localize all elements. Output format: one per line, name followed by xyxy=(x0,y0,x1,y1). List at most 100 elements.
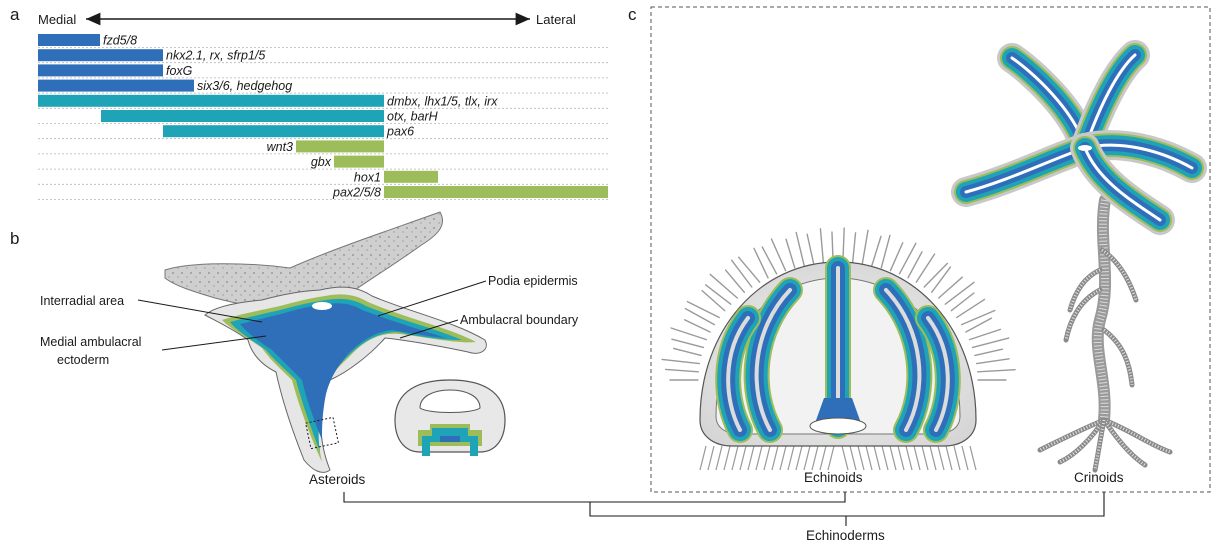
expression-bar xyxy=(384,186,608,198)
spine xyxy=(881,235,890,267)
gene-label: hox1 xyxy=(354,170,381,184)
expression-bar xyxy=(38,34,100,46)
spine xyxy=(930,446,936,470)
spine xyxy=(970,329,1001,339)
spine xyxy=(671,328,706,340)
spine xyxy=(796,446,802,470)
gene-label: pax2/5/8 xyxy=(332,186,381,200)
leader-podia xyxy=(378,281,486,316)
axis-label-medial: Medial xyxy=(38,12,76,27)
spine xyxy=(872,236,881,265)
spine xyxy=(732,446,738,470)
label-interradial-area: Interradial area xyxy=(40,294,124,308)
gene-label: gbx xyxy=(311,155,332,169)
spine xyxy=(922,446,928,470)
gene-label: six3/6, hedgehog xyxy=(197,79,292,93)
panel-label-a: a xyxy=(10,5,20,24)
label-medial-ambulacral-2: ectoderm xyxy=(57,353,109,367)
spine xyxy=(898,446,904,470)
spine xyxy=(973,338,1009,347)
spine xyxy=(804,446,810,470)
spine xyxy=(748,446,754,470)
crinoid-illustration xyxy=(966,55,1192,470)
spine xyxy=(957,299,985,317)
spine xyxy=(946,446,952,470)
spine xyxy=(662,359,699,363)
spine xyxy=(882,446,888,470)
spine xyxy=(666,369,699,371)
spine xyxy=(890,243,902,271)
taxon-echinoids: Echinoids xyxy=(804,470,863,485)
spine xyxy=(977,359,1009,364)
spine xyxy=(672,339,704,347)
spine xyxy=(966,318,992,332)
gene-label: wnt3 xyxy=(267,140,293,154)
gene-expression-rows: fzd5/8 nkx2.1, rx, sfrp1/5foxG six3/6, hed… xyxy=(38,34,608,200)
gene-label: foxG xyxy=(166,64,193,78)
spine xyxy=(700,446,706,470)
spine xyxy=(853,233,856,263)
phylogeny-tree xyxy=(344,492,1104,526)
spine xyxy=(858,446,864,470)
spine xyxy=(945,282,974,304)
label-podia-epidermis: Podia epidermis xyxy=(488,274,578,288)
expression-bar xyxy=(334,156,384,168)
spine xyxy=(820,446,826,470)
spine xyxy=(812,446,818,470)
spine xyxy=(780,446,786,470)
spine xyxy=(702,291,725,311)
spine xyxy=(724,446,730,470)
gene-label: nkx2.1, rx, sfrp1/5 xyxy=(166,49,265,63)
spine xyxy=(786,239,795,268)
gene-label: pax6 xyxy=(386,125,414,139)
spine xyxy=(756,446,762,470)
spine xyxy=(890,446,896,470)
expression-bar xyxy=(38,95,384,107)
spine xyxy=(685,320,711,332)
crinoid-arms xyxy=(966,55,1192,220)
expression-bar xyxy=(38,49,163,61)
spine xyxy=(732,260,752,287)
label-ambulacral-boundary: Ambulacral boundary xyxy=(460,313,579,327)
gene-label: otx, barH xyxy=(387,110,439,124)
spine xyxy=(938,446,944,470)
spine xyxy=(687,302,719,318)
spine xyxy=(906,446,912,470)
spine xyxy=(975,349,1002,355)
spine xyxy=(807,234,814,264)
spine xyxy=(796,233,804,266)
spine xyxy=(706,285,731,304)
spine xyxy=(962,311,995,325)
arm-cross-section xyxy=(395,380,505,456)
spine xyxy=(674,348,701,355)
spine xyxy=(820,229,823,263)
spine xyxy=(874,446,880,470)
panel-label-b: b xyxy=(10,229,19,248)
spine xyxy=(954,446,960,470)
spine xyxy=(788,446,794,470)
expression-bar xyxy=(384,171,438,183)
spine xyxy=(899,243,915,274)
spine xyxy=(772,446,778,470)
spine xyxy=(866,446,872,470)
expression-bar xyxy=(38,80,194,92)
expression-bar xyxy=(38,64,163,76)
taxon-echinoderms: Echinoderms xyxy=(806,528,885,543)
spine xyxy=(764,446,770,470)
spine xyxy=(710,274,737,298)
spine xyxy=(740,446,746,470)
expression-bar xyxy=(163,125,384,137)
spine xyxy=(771,239,785,271)
taxon-crinoids: Crinoids xyxy=(1074,470,1124,485)
spine xyxy=(850,446,856,470)
gene-label: dmbx, lhx1/5, tlx, irx xyxy=(387,94,498,108)
echinoid-illustration xyxy=(662,228,1015,470)
spine xyxy=(708,446,714,470)
spine xyxy=(862,230,868,263)
expression-bar xyxy=(101,110,384,122)
label-medial-ambulacral-1: Medial ambulacral xyxy=(40,335,141,349)
taxon-asteroids: Asteroids xyxy=(309,472,366,487)
panel-label-c: c xyxy=(628,5,637,24)
gene-label: fzd5/8 xyxy=(103,34,137,48)
